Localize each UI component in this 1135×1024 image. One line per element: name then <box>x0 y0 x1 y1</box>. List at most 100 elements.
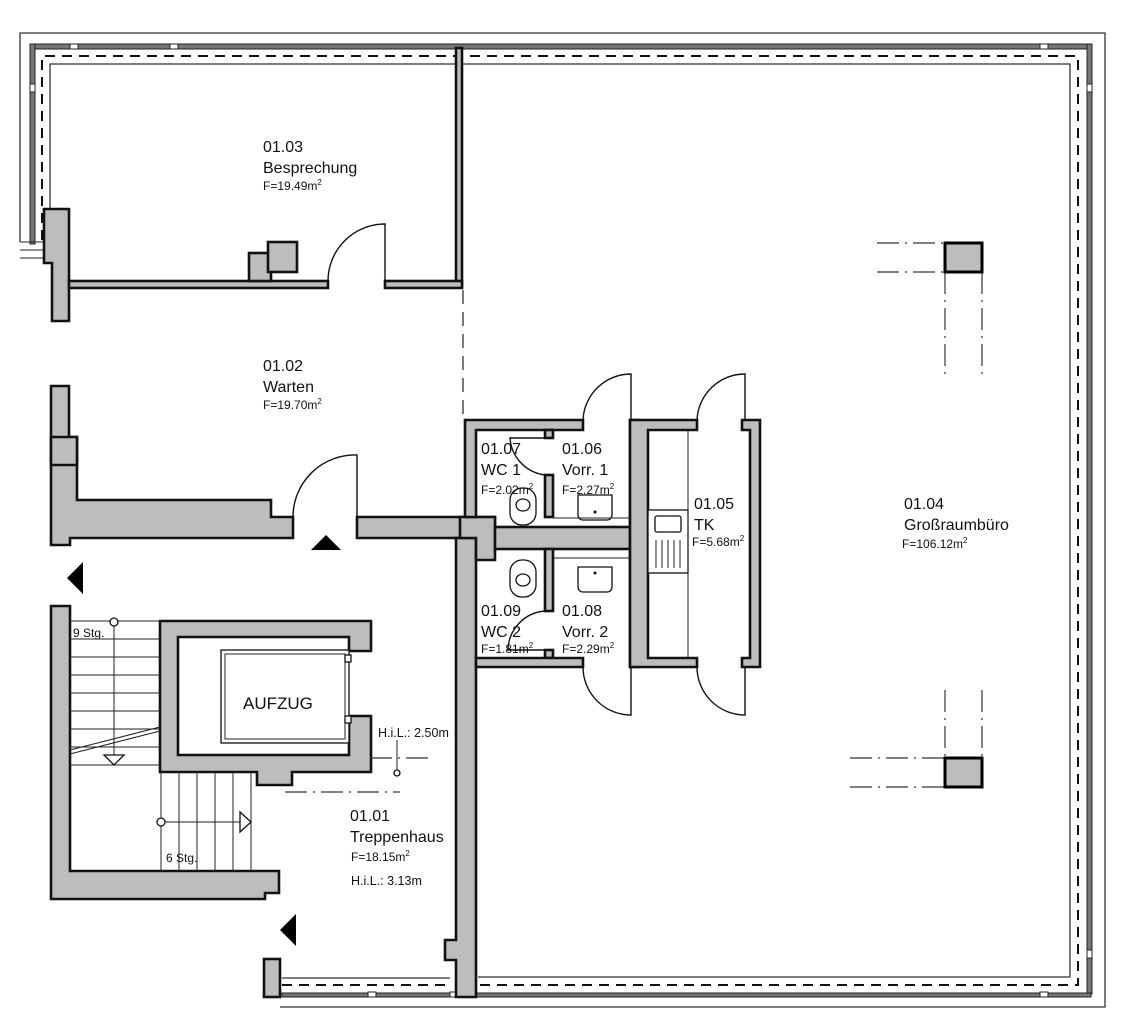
inner-line-left <box>49 63 456 210</box>
facade-outer-line <box>19 32 1106 1008</box>
room-name: TK <box>694 517 715 534</box>
wall-warten-pier <box>49 435 79 467</box>
section-arrow-left-icon <box>67 562 83 594</box>
door-wc2 <box>507 610 546 651</box>
stair-count-label-lower: 6 Stg. <box>166 851 197 865</box>
room-number: 01.03 <box>263 139 303 156</box>
elevator-door-a <box>344 654 352 663</box>
door-warten <box>292 454 358 518</box>
door-vorr2 <box>582 666 632 716</box>
stair-count-label-upper: 9 Stg. <box>73 626 104 640</box>
room-01-02: 01.02 Warten F=19.70m2 <box>263 358 322 412</box>
room-area: F=2.29m2 <box>562 641 615 656</box>
height-marker-icon <box>393 769 401 777</box>
section-arrow-left-icon-2 <box>280 914 296 946</box>
wall-west-upper <box>42 207 71 323</box>
sink-vorr1-icon <box>577 494 613 521</box>
room-number: 01.09 <box>481 603 521 620</box>
elevator-cabin <box>220 649 350 744</box>
elevator-clear-height-label: H.i.L.: 2.50m <box>378 726 449 740</box>
column-north <box>943 241 984 274</box>
column-south <box>943 756 984 789</box>
room-number: 01.06 <box>562 441 602 458</box>
room-area: F=18.15m2 <box>351 849 410 864</box>
wall-besprechung-east <box>454 46 464 288</box>
glazing-top <box>29 43 1092 50</box>
room-name: Warten <box>263 379 314 396</box>
stairs <box>69 617 352 871</box>
room-number: 01.05 <box>694 496 734 513</box>
wall-tk-east <box>740 418 762 669</box>
wall-entry-stub <box>262 957 282 999</box>
wall-warten-south-west <box>49 384 295 547</box>
room-area: F=19.49m2 <box>263 178 322 193</box>
glazing-left <box>29 43 36 245</box>
outer-facade <box>19 32 1106 1008</box>
wall-core-junction <box>458 515 497 562</box>
sink-vorr2-icon <box>577 566 613 593</box>
wall-tk-frame <box>628 418 699 669</box>
room-01-07: 01.07 WC 1 F=2.02m2 <box>481 441 534 497</box>
door-besprechung <box>327 223 386 282</box>
room-01-01: 01.01 Treppenhaus F=18.15m2 H.i.L.: 3.13… <box>350 808 444 888</box>
room-01-04: 01.04 Großraumbüro F=106.12m2 <box>902 496 1009 551</box>
sink-vorr1-drain <box>593 510 597 514</box>
section-arrow-up-icon <box>311 535 341 550</box>
room-number: 01.02 <box>263 358 303 375</box>
room-name: Vorr. 2 <box>562 624 608 641</box>
stair-arrow-down-icon <box>102 754 126 766</box>
doors <box>292 223 746 716</box>
drainboard-lines <box>655 540 681 568</box>
elevator-door-b <box>344 715 352 724</box>
stair-flight-upper <box>69 617 161 766</box>
sink-vorr2-drain <box>593 571 597 575</box>
wall-wc-south <box>474 656 585 669</box>
section-markers <box>67 535 341 946</box>
wall-wc2-vorr2 <box>543 547 555 613</box>
room-area: F=2.27m2 <box>562 482 615 497</box>
room-area: F=2.02m2 <box>481 482 534 497</box>
wall-wc-middle <box>493 525 640 551</box>
wall-wc-stub-a <box>543 428 555 440</box>
room-name: Großraumbüro <box>904 517 1009 534</box>
structural-grid <box>285 241 984 793</box>
toilet-wc2-bowl <box>515 573 531 587</box>
room-name: Vorr. 1 <box>562 462 608 479</box>
room-area: F=1.81m2 <box>481 641 534 656</box>
wall-besprechung-south-b <box>383 279 464 290</box>
room-area: F=5.68m2 <box>692 534 745 549</box>
door-wc1 <box>509 437 546 476</box>
room-number: 01.07 <box>481 441 521 458</box>
room-number: 01.01 <box>350 808 390 825</box>
room-01-08: 01.08 Vorr. 2 F=2.29m2 <box>562 603 615 656</box>
room-name: WC 1 <box>481 462 521 479</box>
door-tk-south <box>696 666 746 716</box>
wall-besprechung-south-a <box>67 279 330 290</box>
room-name: Besprechung <box>263 160 357 177</box>
room-01-06: 01.06 Vorr. 1 F=2.27m2 <box>562 441 615 497</box>
wall-wc1-vorr1 <box>543 473 555 519</box>
kitchen-sink <box>654 515 682 533</box>
room-01-03: 01.03 Besprechung F=19.49m2 <box>263 139 357 193</box>
stair-flight-lower <box>156 772 252 871</box>
slab-edge-dashed <box>41 55 1079 986</box>
room-number: 01.04 <box>904 496 944 513</box>
walls <box>42 46 762 999</box>
door-vorr1 <box>582 373 632 421</box>
stair-start-icon-2 <box>156 817 166 827</box>
door-tk-north <box>696 373 746 421</box>
stair-start-icon <box>109 617 119 627</box>
inner-line-right <box>462 63 1071 978</box>
glazing-right <box>1086 43 1093 995</box>
room-01-05: 01.05 TK F=5.68m2 <box>692 496 745 549</box>
elevator-label: AUFZUG <box>243 694 313 713</box>
room-name: WC 2 <box>481 624 521 641</box>
room-name: Treppenhaus <box>350 829 444 846</box>
vanity-lines <box>553 517 630 559</box>
glazing-bottom <box>281 992 1092 998</box>
room-number: 01.08 <box>562 603 602 620</box>
wall-core-east <box>443 536 478 999</box>
stair-arrow-right-icon <box>239 810 252 834</box>
wall-stair-west <box>49 604 281 901</box>
